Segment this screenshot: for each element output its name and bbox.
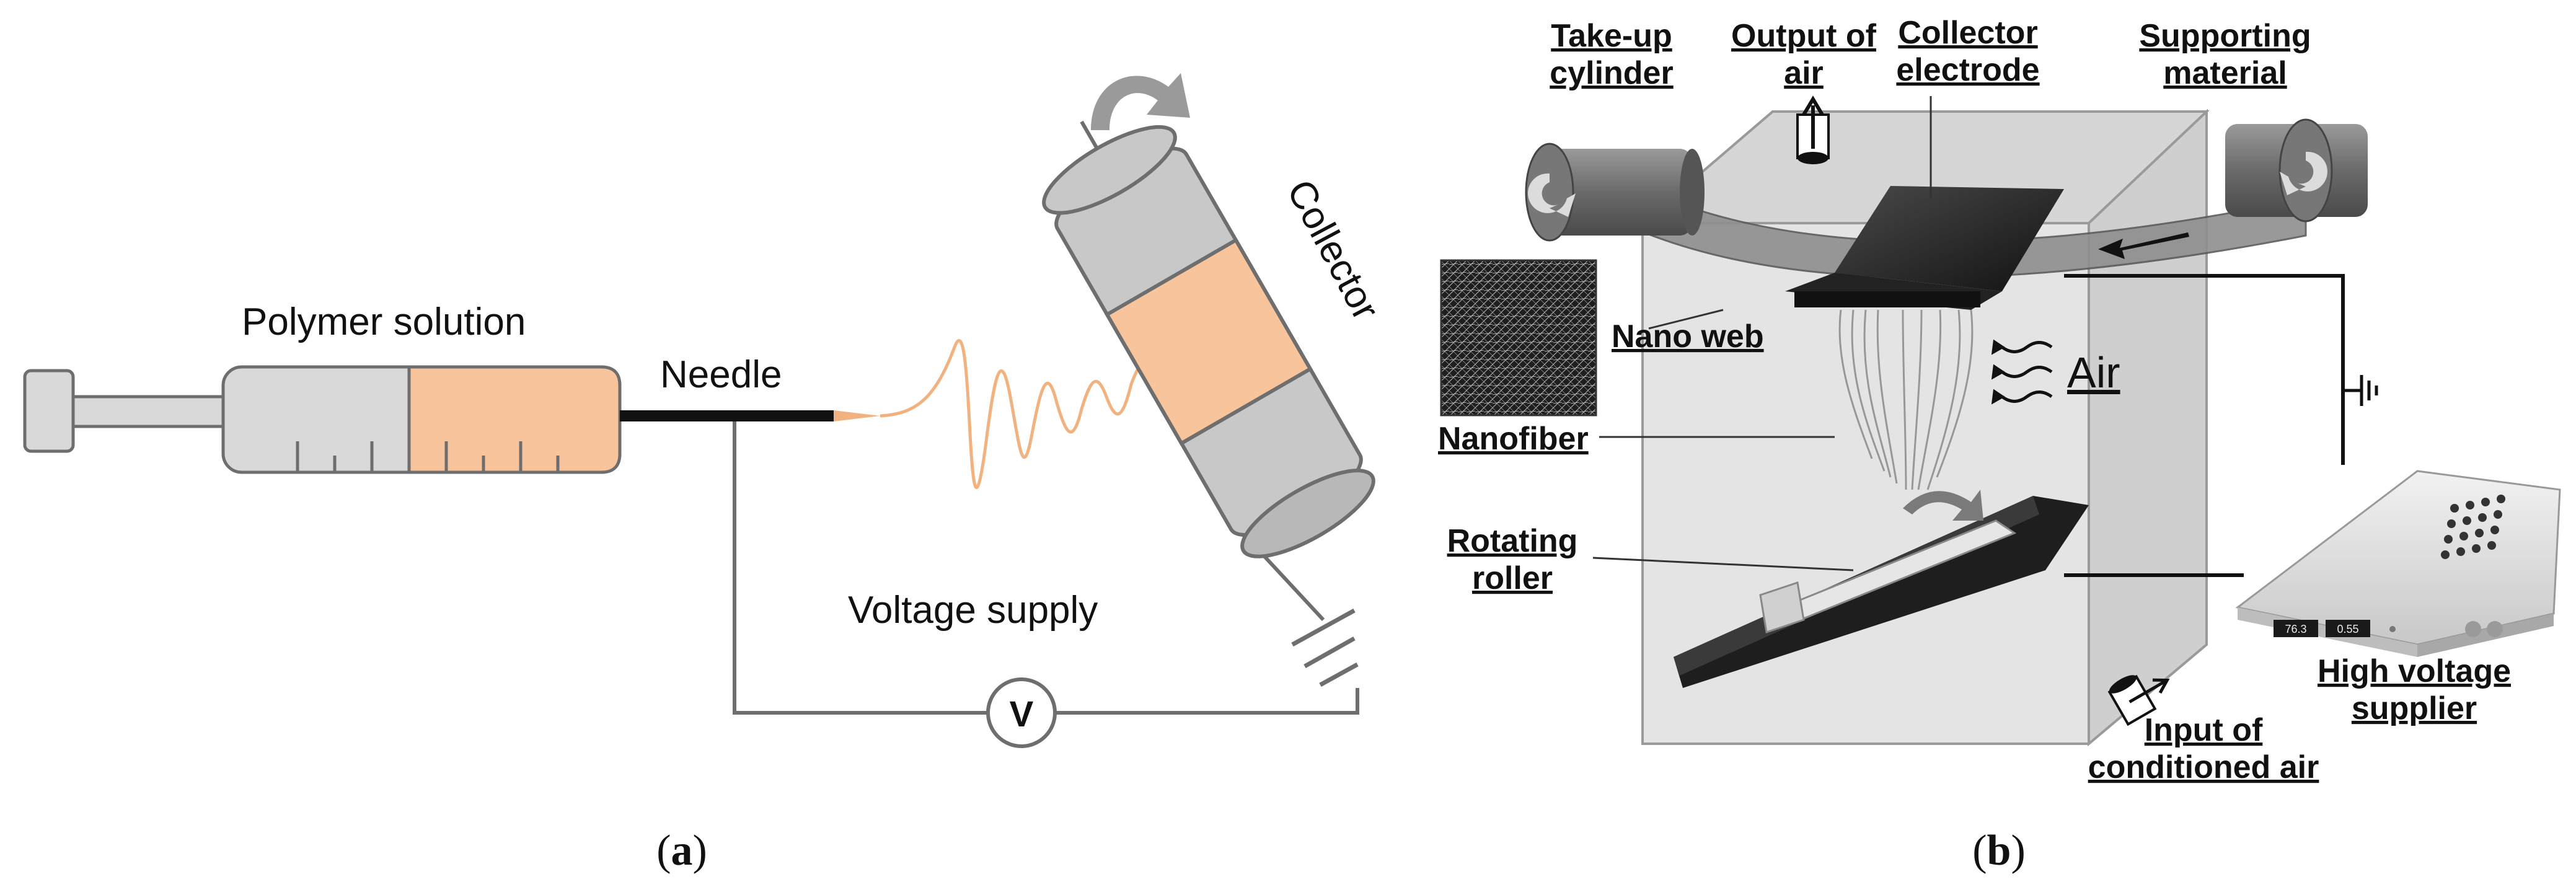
- needle-label: Needle: [660, 353, 782, 396]
- hv-label-1: High voltage: [2318, 653, 2511, 689]
- rotating-roller-assembly: [1674, 490, 2089, 688]
- nanofiber-jets: [1838, 309, 1974, 490]
- input-label-2: conditioned air: [2088, 749, 2319, 785]
- takeup-label-1: Take-up: [1551, 18, 1672, 54]
- leader-lines: [1592, 96, 1932, 571]
- input-label-1: Input of: [2145, 712, 2263, 748]
- panel-b: 76.3 0.55 Take-up cylinder Output of air…: [1438, 15, 2561, 875]
- hv-label-2: supplier: [2352, 690, 2477, 726]
- voltage-supply-label: Voltage supply: [848, 589, 1098, 632]
- needle: [620, 410, 834, 421]
- hv-knob-2: [2487, 621, 2503, 637]
- air-input-icon: [2107, 674, 2170, 726]
- syringe-plunger: [23, 369, 230, 453]
- voltmeter-label: V: [1010, 694, 1034, 734]
- collector-electrode: [1785, 186, 2064, 310]
- hv-knob-1: [2465, 621, 2481, 637]
- voltmeter-icon: V: [986, 677, 1057, 748]
- collector-electrode-label-2: electrode: [1896, 52, 2039, 88]
- hv-display-2-value: 0.55: [2337, 623, 2358, 635]
- polymer-solution-label: Polymer solution: [242, 301, 526, 343]
- hv-wire: [2064, 274, 2345, 577]
- ground-icon: [1291, 608, 1359, 687]
- air-label: Air: [2067, 348, 2120, 397]
- polymer-jet: [880, 339, 1157, 490]
- rotating-label-2: roller: [1472, 560, 1553, 596]
- nano-web-label: Nano web: [1612, 319, 1764, 355]
- nano-web-image: [1440, 259, 1597, 417]
- takeup-cylinder: [1525, 143, 1705, 242]
- belt-direction-arrow-icon: [2098, 232, 2189, 259]
- supporting-label-2: material: [2163, 55, 2287, 91]
- collector-electrode-label-1: Collector: [1898, 15, 2037, 51]
- hv-display-2: [2326, 620, 2370, 637]
- supporting-material: [1635, 184, 2307, 279]
- output-label-1: Output of: [1731, 18, 1877, 54]
- circuit-wire: [733, 417, 1359, 715]
- caption-a: (a): [656, 827, 707, 875]
- panel-a: V: [23, 73, 1388, 875]
- ground-icon-b: [2343, 375, 2378, 406]
- air-flow-arrows-icon: [1991, 339, 2053, 405]
- hv-indicator: [2389, 626, 2396, 632]
- air-output-icon: [1796, 95, 1830, 164]
- roller-rotation-icon: [1903, 490, 1983, 521]
- collector-label: Collector: [1279, 173, 1388, 327]
- supporting-label-1: Supporting: [2139, 18, 2311, 54]
- syringe-barrel: [221, 365, 622, 474]
- needle-tip-droplet: [834, 410, 880, 421]
- nanofiber-label: Nanofiber: [1438, 421, 1589, 457]
- hv-display-1-value: 76.3: [2285, 623, 2306, 635]
- rotating-label-1: Rotating: [1447, 523, 1578, 559]
- rotation-arrow-icon: [1091, 73, 1190, 130]
- supply-rotation-icon: [2280, 151, 2327, 195]
- caption-b: (b): [1972, 827, 2026, 875]
- hv-display-1: [2274, 620, 2318, 637]
- collector-cylinder: [1042, 120, 1375, 558]
- high-voltage-supplier: 76.3 0.55: [2235, 470, 2561, 657]
- takeup-label-2: cylinder: [1550, 55, 1673, 91]
- takeup-rotation-icon: [1528, 173, 1576, 217]
- output-label-2: air: [1784, 55, 1824, 91]
- supply-cylinder: [2225, 118, 2368, 223]
- hv-vent-grid: [2441, 495, 2505, 559]
